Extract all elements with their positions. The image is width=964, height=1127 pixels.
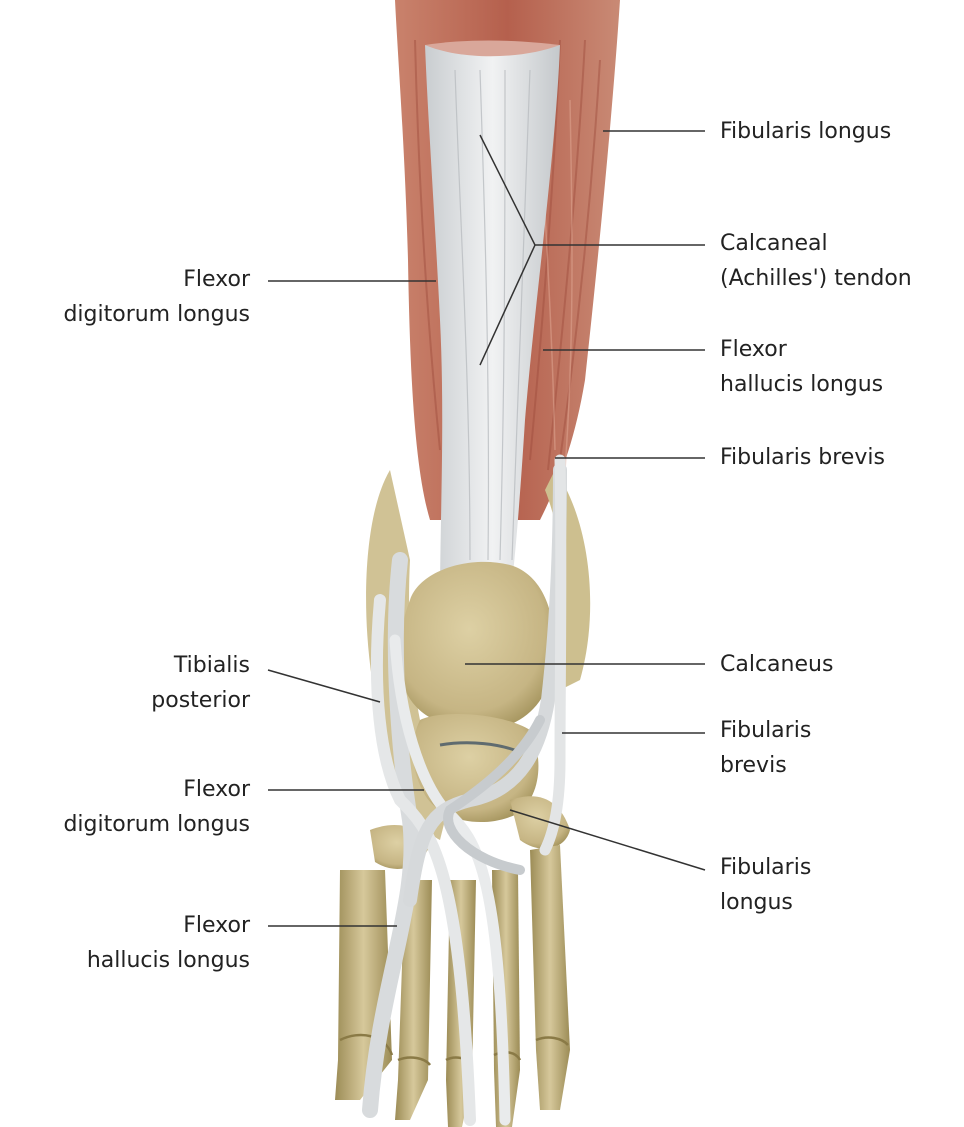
label-flexor-digitorum-longus-bottom: Flexor digitorum longus bbox=[63, 772, 250, 842]
label-flexor-hallucis-longus-top: Flexor hallucis longus bbox=[720, 332, 883, 402]
label-tibialis-posterior: Tibialis posterior bbox=[151, 648, 250, 718]
label-calcaneus: Calcaneus bbox=[720, 647, 833, 682]
label-flexor-digitorum-longus-top: Flexor digitorum longus bbox=[63, 262, 250, 332]
label-fibularis-brevis-bottom: Fibularis brevis bbox=[720, 713, 811, 783]
calcaneus-bone bbox=[400, 562, 555, 730]
label-fibularis-longus-top: Fibularis longus bbox=[720, 114, 891, 149]
label-calcaneal-tendon: Calcaneal (Achilles') tendon bbox=[720, 226, 912, 296]
label-fibularis-longus-bottom: Fibularis longus bbox=[720, 850, 811, 920]
label-fibularis-brevis-top: Fibularis brevis bbox=[720, 440, 885, 475]
label-flexor-hallucis-longus-bottom: Flexor hallucis longus bbox=[87, 908, 250, 978]
